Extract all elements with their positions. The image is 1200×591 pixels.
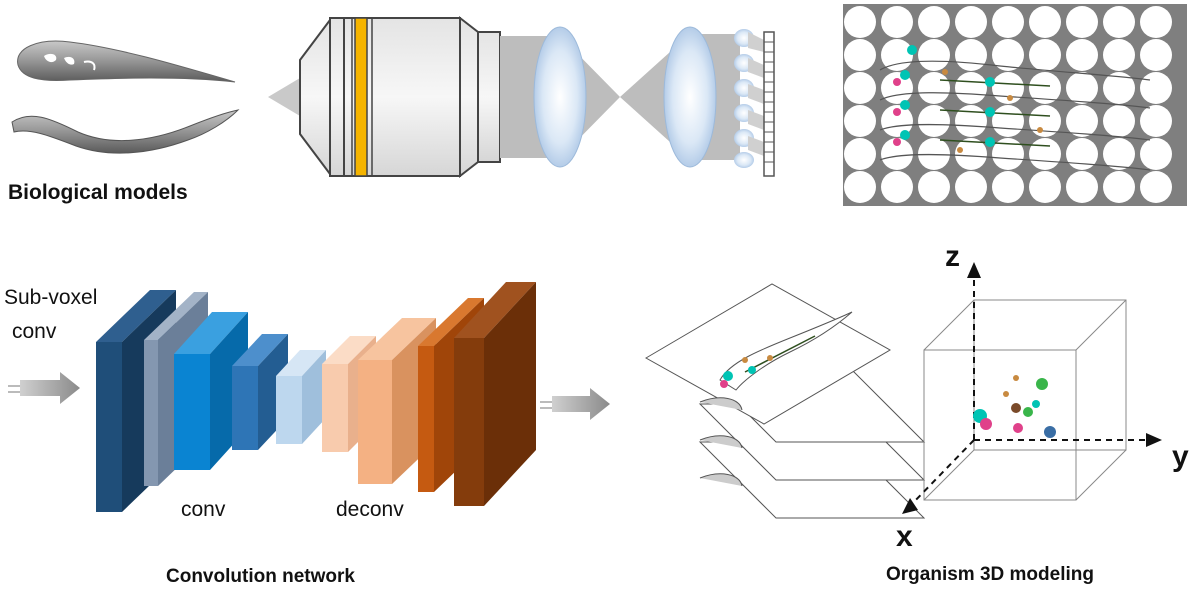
- relay-lens-icon: [663, 26, 717, 168]
- deconv-label: deconv: [336, 498, 404, 521]
- convolution-network-label: Convolution network: [166, 566, 355, 587]
- input-arrow-icon: [8, 372, 80, 404]
- output-arrow-icon: [540, 388, 610, 420]
- tube-lens-icon: [533, 26, 587, 168]
- deconv-layer-4: [454, 282, 536, 506]
- biological-models-label: Biological models: [8, 181, 188, 204]
- x-axis-label: x: [896, 520, 913, 553]
- nematode-worm-icon: [11, 109, 240, 154]
- light-field-image: [843, 4, 1187, 206]
- conv-label: conv: [181, 498, 226, 521]
- y-axis-arrowhead: [1146, 433, 1162, 447]
- reconstructed-slices: [644, 283, 926, 519]
- zebrafish-larva-icon: [17, 40, 236, 83]
- volume-box: [923, 299, 1127, 501]
- objective-lens-icon: [268, 15, 501, 179]
- organism-3d-modeling-label: Organism 3D modeling: [886, 564, 1094, 585]
- fluorescent-markers: [973, 375, 1056, 438]
- sub-voxel-label: Sub-voxel: [4, 286, 98, 309]
- microlens-array-icon: [734, 29, 764, 168]
- axes: [909, 270, 1148, 507]
- z-axis-label: z: [945, 240, 960, 273]
- x-axis-arrowhead: [902, 498, 918, 514]
- conv-layer-5: [276, 350, 326, 444]
- conv-layer-4: [232, 334, 288, 450]
- camera-sensor-icon: [763, 31, 775, 177]
- z-axis-arrowhead: [967, 262, 981, 278]
- sub-voxel-conv-label: conv: [12, 320, 57, 343]
- y-axis-label: y: [1172, 440, 1189, 473]
- deconv-layer-2: [358, 318, 436, 484]
